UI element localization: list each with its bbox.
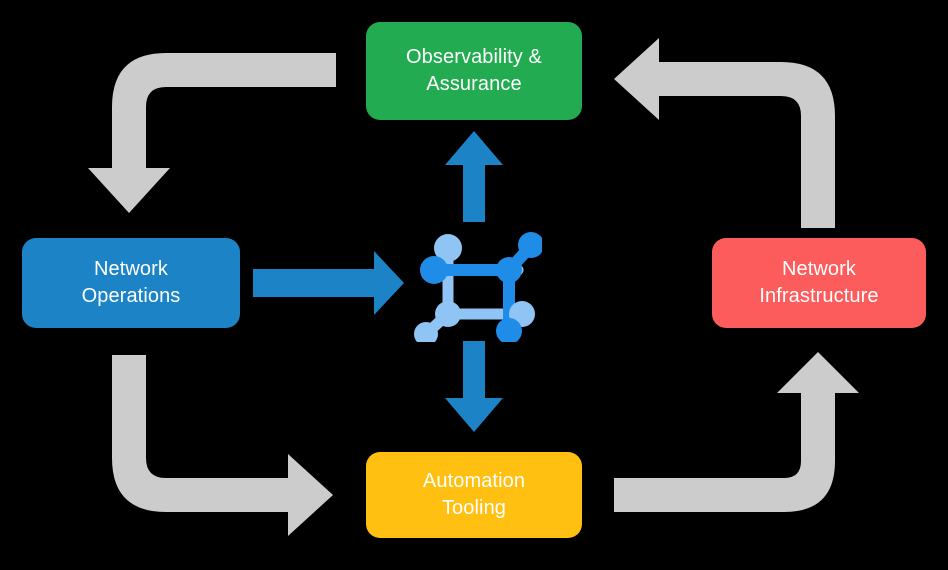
connector-operations-to-automation [112,355,333,536]
node-observability-assurance[interactable]: Observability & Assurance [366,22,582,120]
connector-center-to-observability [445,131,503,222]
network-topology-icon [414,232,542,342]
connector-observability-to-operations [88,53,336,213]
node-network-operations[interactable]: Network Operations [22,238,240,328]
node-automation-tooling[interactable]: Automation Tooling [366,452,582,538]
connector-center-to-automation [445,341,503,432]
node-network-infrastructure[interactable]: Network Infrastructure [712,238,926,328]
connector-automation-to-infrastructure [614,352,859,512]
connector-infrastructure-to-observability [614,38,835,228]
connector-operations-to-center [253,251,404,315]
